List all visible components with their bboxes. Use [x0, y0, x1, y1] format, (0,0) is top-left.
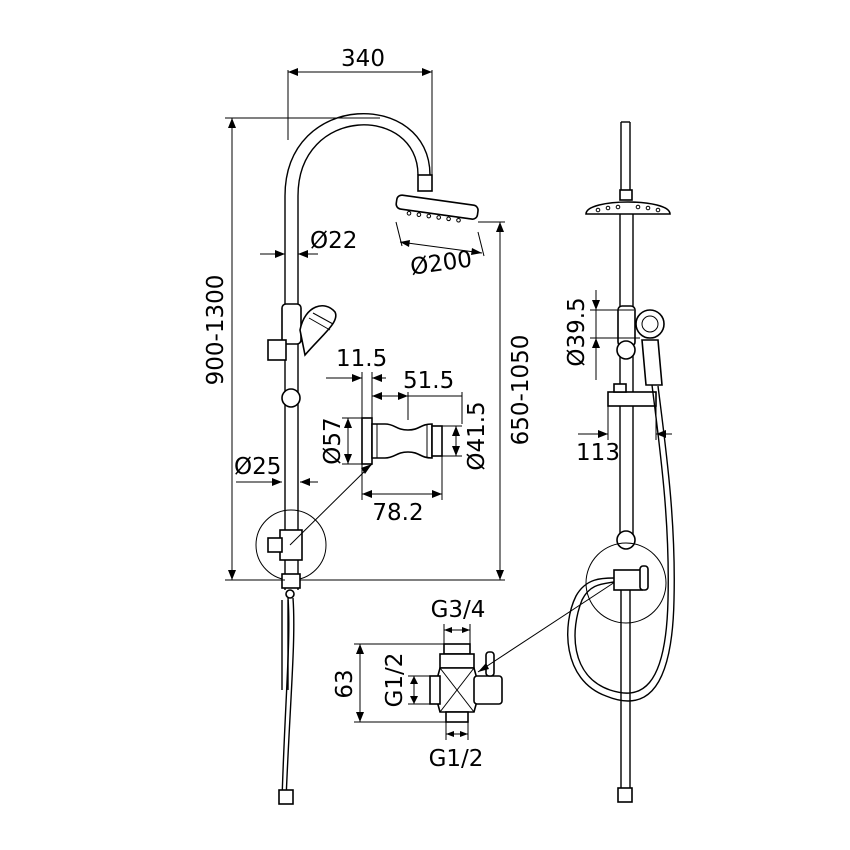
- dim-overall-height: 900-1300: [203, 275, 229, 386]
- dim-25: Ø25: [234, 454, 318, 486]
- dim-bracket-outer: Ø57: [320, 417, 346, 464]
- side-view: [567, 121, 675, 803]
- dim-bracket-offset-b: 51.5: [403, 368, 454, 394]
- dim-side-offset: 113: [576, 440, 620, 466]
- dim-bracket-inner: Ø41.5: [464, 401, 490, 470]
- dim-head-height: 650-1050: [300, 221, 534, 581]
- dim-78-2: 78.2: [361, 456, 443, 526]
- diverter-front: [281, 573, 301, 589]
- wall-bracket: [279, 529, 303, 561]
- bracket-leader: [289, 463, 373, 546]
- dim-200: Ø200: [395, 221, 485, 281]
- dim-head-height-range: 650-1050: [508, 335, 534, 446]
- dim-g12-side: G1/2: [382, 653, 430, 708]
- dim-11-5: 11.5: [326, 346, 387, 418]
- dim-39-5: Ø39.5: [564, 290, 640, 380]
- dim-overall: 900-1300: [203, 117, 380, 581]
- dim-63: 63: [332, 643, 446, 723]
- front-view: [255, 112, 479, 805]
- dim-diverter-bottom: G1/2: [429, 746, 484, 772]
- dim-41-5: Ø41.5: [442, 401, 490, 471]
- side-detail-circle: [585, 542, 667, 624]
- slide-knob: [267, 339, 287, 361]
- dim-handshower-diameter: Ø39.5: [564, 297, 590, 366]
- dim-diverter-side: G1/2: [382, 653, 408, 708]
- side-slider: [607, 391, 657, 407]
- bracket-detail: [361, 417, 443, 465]
- dim-113: 113: [576, 406, 672, 466]
- dim-340: 340: [287, 46, 433, 175]
- slide-collar: [281, 303, 302, 345]
- dim-pipe-lower: Ø25: [234, 454, 281, 480]
- dim-diverter-height: 63: [332, 669, 358, 698]
- dim-pipe-upper: Ø22: [310, 228, 357, 254]
- diverter-leader: [477, 579, 619, 673]
- hose-end: [278, 789, 294, 805]
- lower-knob: [281, 388, 301, 408]
- dim-bracket-offset-a: 11.5: [336, 346, 387, 372]
- side-hand-shower: [635, 309, 665, 339]
- dim-head-diameter: Ø200: [409, 246, 474, 280]
- arm-nut: [417, 174, 433, 192]
- dim-22: Ø22: [260, 228, 357, 258]
- dim-bracket-length: 78.2: [372, 500, 423, 526]
- rain-head: [395, 194, 479, 223]
- dim-diverter-top: G3/4: [431, 597, 486, 623]
- dim-51-5: 51.5: [372, 368, 463, 424]
- diverter-detail: [429, 643, 503, 723]
- dim-arm-reach: 340: [341, 46, 385, 72]
- hand-shower: [299, 305, 337, 357]
- dim-g34: G3/4: [431, 597, 486, 644]
- dim-57: Ø57: [320, 417, 362, 465]
- side-rain-head: [585, 201, 671, 215]
- dim-g12-bottom: G1/2: [429, 722, 484, 772]
